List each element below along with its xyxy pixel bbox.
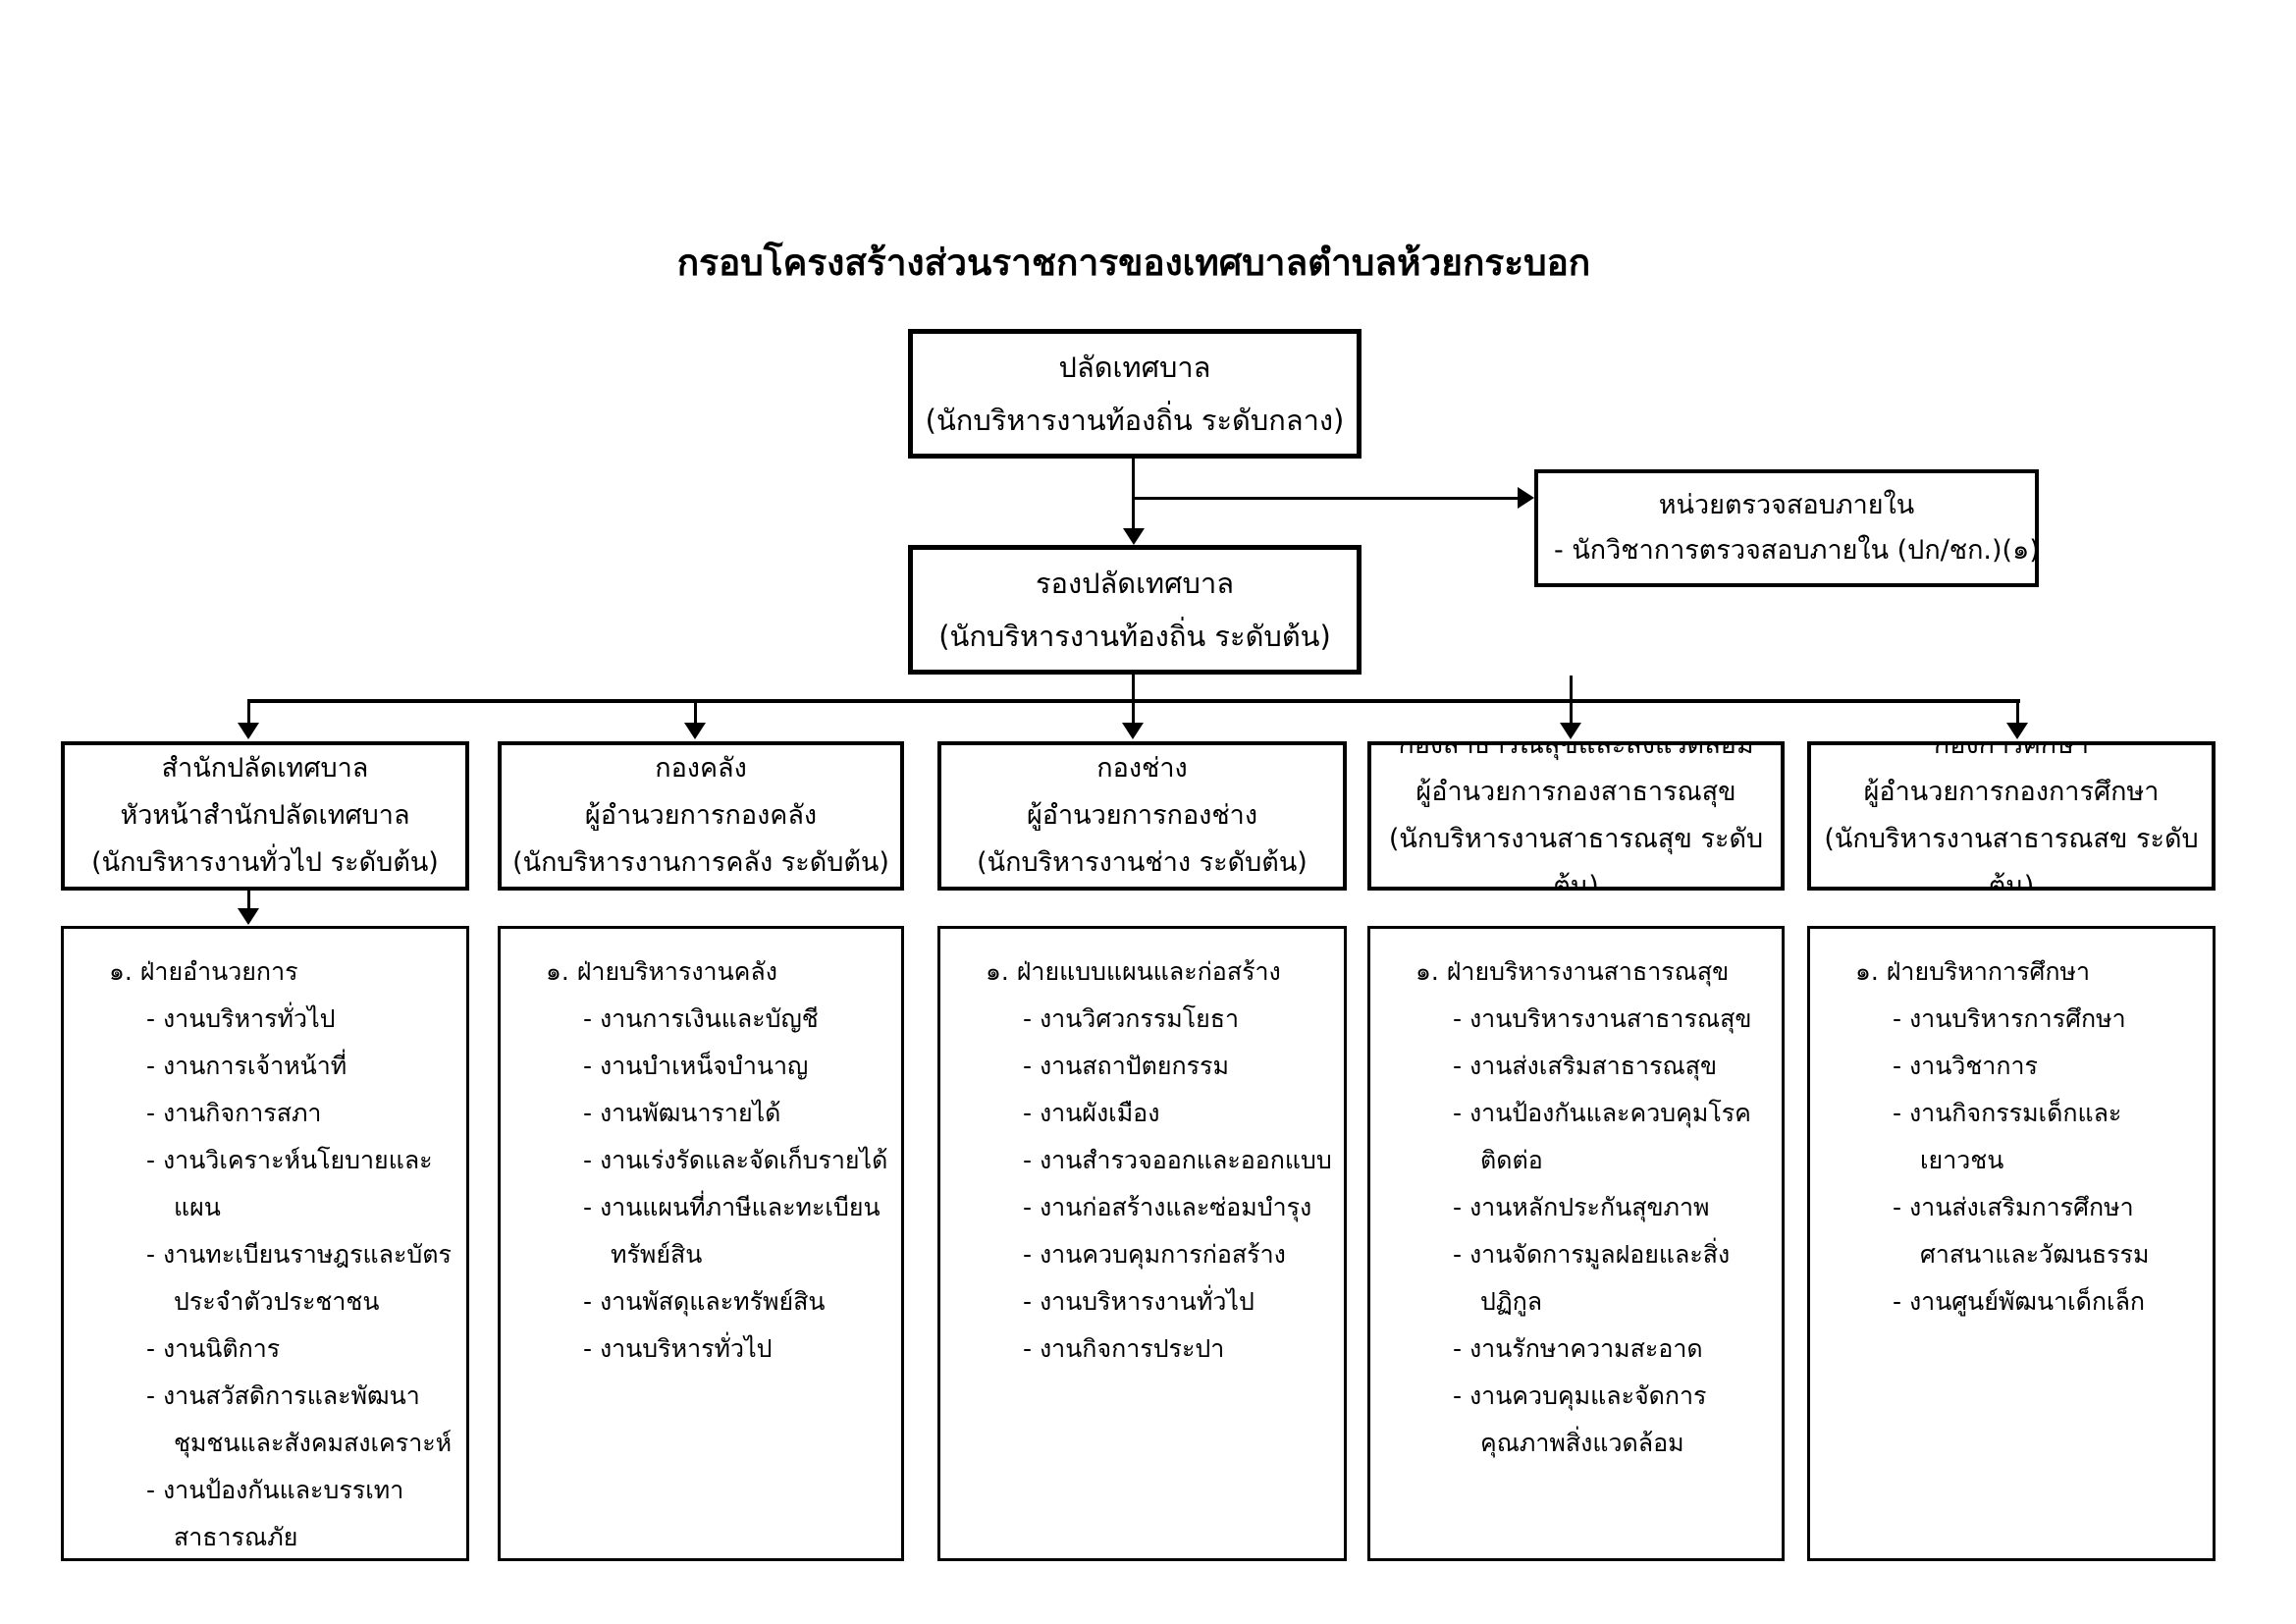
connector-drop-4 xyxy=(1570,701,1573,725)
dept-name: สำนักปลัดเทศบาล xyxy=(161,753,369,784)
arrowhead-dept-2 xyxy=(684,723,706,739)
duty-item: - งานบริหารงานสาธารณสุข xyxy=(1453,1004,1752,1033)
duty-item: - งานการเงินและบัญชี xyxy=(583,1004,819,1033)
duty-item: - งานจัดการมูลฝอยและสิ่งปฏิกูล xyxy=(1453,1240,1731,1316)
duty-item: - งานบริหารงานทั่วไป xyxy=(1023,1287,1255,1316)
duty-item: - งานบำเหน็จบำนาญ xyxy=(583,1052,809,1080)
duty-item: - งานเร่งรัดและจัดเก็บรายได้ xyxy=(583,1146,888,1174)
duty-item: - งานกิจการสภา xyxy=(146,1099,322,1127)
duty-list: - งานบริหารทั่วไป - งานการเจ้าหน้าที่ - … xyxy=(64,996,456,1558)
dept-name: กองสาธารณสุขและสิ่งแวดล้อม xyxy=(1398,741,1754,760)
dept-position: (นักบริหารงานสาธารณสุข ระดับต้น) xyxy=(1388,824,1764,891)
duty-item: - งานการเจ้าหน้าที่ xyxy=(146,1052,347,1080)
connector-drop-4-stub xyxy=(1570,676,1573,701)
deputy-clerk-position: (นักบริหารงานท้องถิ่น ระดับต้น) xyxy=(938,620,1331,653)
duty-item: - งานกิจการประปา xyxy=(1023,1334,1225,1363)
section-heading: ๑. ฝ่ายบริหารงานคลัง xyxy=(546,957,777,986)
dept-name: กองช่าง xyxy=(1096,753,1188,784)
duty-item: - งานศูนย์พัฒนาเด็กเล็ก xyxy=(1893,1287,2146,1316)
dept-list-engineering: ๑. ฝ่ายแบบแผนและก่อสร้าง - งานวิศวกรรมโย… xyxy=(937,926,1347,1561)
dept-position: (นักบริหารงานทั่วไป ระดับต้น) xyxy=(91,847,439,878)
section-heading: ๑. ฝ่ายแบบแผนและก่อสร้าง xyxy=(986,957,1281,986)
dept-list-education: ๑. ฝ่ายบริหาการศึกษา - งานบริหารการศึกษา… xyxy=(1807,926,2216,1561)
duty-item: - งานบริหารทั่วไป xyxy=(583,1334,773,1363)
duty-item: - งานควบคุมและจัดการคุณภาพสิ่งแวดล้อม xyxy=(1453,1381,1707,1457)
internal-audit-title: หน่วยตรวจสอบภายใน xyxy=(1658,490,1915,520)
dept-list-office-of-clerk: ๑. ฝ่ายอำนวยการ - งานบริหารทั่วไป - งานก… xyxy=(61,926,469,1561)
arrowhead-dept-5 xyxy=(2006,723,2028,739)
duty-list: - งานบริหารการศึกษา - งานวิชาการ - งานกิ… xyxy=(1810,996,2203,1326)
dept-name: กองคลัง xyxy=(655,753,747,784)
duty-item: - งานสถาปัตยกรรม xyxy=(1023,1052,1229,1080)
clerk-title: ปลัดเทศบาล xyxy=(1058,351,1211,384)
connector-drop-5 xyxy=(2016,701,2019,725)
duty-item: - งานสำรวจออกและออกแบบ xyxy=(1023,1146,1332,1174)
deputy-clerk-box: รองปลัดเทศบาล (นักบริหารงานท้องถิ่น ระดั… xyxy=(908,545,1362,675)
arrowhead-dept-3 xyxy=(1122,723,1144,739)
duty-item: - งานพัสดุและทรัพย์สิน xyxy=(583,1287,826,1316)
duty-item: - งานสวัสดิการและพัฒนาชุมชนและสังคมสงเคร… xyxy=(146,1381,453,1457)
dept-header-finance: กองคลัง ผู้อำนวยการกองคลัง (นักบริหารงาน… xyxy=(498,741,904,891)
duty-list: - งานการเงินและบัญชี - งานบำเหน็จบำนาญ -… xyxy=(501,996,891,1373)
duty-item: - งานรักษาความสะอาด xyxy=(1453,1334,1703,1363)
duty-item: - งานพัฒนารายได้ xyxy=(583,1099,781,1127)
section-heading: ๑. ฝ่ายบริหาการศึกษา xyxy=(1855,957,2091,986)
duty-item: - งานส่งเสริมการศึกษา ศาสนาและวัฒนธรรม xyxy=(1893,1193,2150,1269)
arrowhead-deputy xyxy=(1123,528,1145,545)
internal-audit-item: - นักวิชาการตรวจสอบภายใน (ปก/ชก.)(๑) xyxy=(1554,535,2035,566)
duty-list: - งานวิศวกรรมโยธา - งานสถาปัตยกรรม - งาน… xyxy=(940,996,1334,1373)
dept-position: (นักบริหารงานสาธารณสข ระดับต้น) xyxy=(1824,824,2199,891)
section-heading: ๑. ฝ่ายบริหารงานสาธารณสุข xyxy=(1415,957,1730,986)
duty-item: - งานส่งเสริมสาธารณสุข xyxy=(1453,1052,1718,1080)
connector-drop-2 xyxy=(694,701,697,725)
deputy-clerk-title: รองปลัดเทศบาล xyxy=(1035,567,1235,600)
dept-head: ผู้อำนวยการกองการศึกษา xyxy=(1863,777,2160,807)
arrowhead-dept-4 xyxy=(1560,723,1581,739)
clerk-box: ปลัดเทศบาล (นักบริหารงานท้องถิ่น ระดับกล… xyxy=(908,329,1362,459)
arrowhead-office-list xyxy=(238,908,259,925)
duty-item: - งานกิจกรรมเด็กและเยาวชน xyxy=(1893,1099,2122,1174)
dept-head: ผู้อำนวยการกองช่าง xyxy=(1026,800,1258,831)
duty-item: - งานผังเมือง xyxy=(1023,1099,1160,1127)
dept-header-public-health: กองสาธารณสุขและสิ่งแวดล้อม ผู้อำนวยการกอ… xyxy=(1367,741,1785,891)
connector-office-to-list xyxy=(247,891,250,910)
dept-list-public-health: ๑. ฝ่ายบริหารงานสาธารณสุข - งานบริหารงาน… xyxy=(1367,926,1785,1561)
connector-deputy-down xyxy=(1132,675,1135,701)
dept-name: กองการศึกษา xyxy=(1933,741,2090,760)
duty-item: - งานบริหารทั่วไป xyxy=(146,1004,336,1033)
duty-item: - งานทะเบียนราษฎรและบัตรประจำตัวประชาชน xyxy=(146,1240,452,1316)
duty-item: - งานบริหารการศึกษา xyxy=(1893,1004,2126,1033)
duty-item: - งานแผนที่ภาษีและทะเบียนทรัพย์สิน xyxy=(583,1193,881,1269)
clerk-position: (นักบริหารงานท้องถิ่น ระดับกลาง) xyxy=(925,404,1345,437)
duty-item: - งานป้องกันและควบคุมโรคติดต่อ xyxy=(1453,1099,1751,1174)
connector-branch-to-audit xyxy=(1133,497,1518,500)
duty-list: - งานบริหารงานสาธารณสุข - งานส่งเสริมสาธ… xyxy=(1370,996,1772,1467)
dept-head: ผู้อำนวยการกองคลัง xyxy=(584,800,818,831)
arrowhead-audit xyxy=(1518,487,1534,509)
duty-item: - งานวิศวกรรมโยธา xyxy=(1023,1004,1240,1033)
connector-drop-1 xyxy=(247,701,250,725)
internal-audit-box: หน่วยตรวจสอบภายใน - นักวิชาการตรวจสอบภาย… xyxy=(1534,469,2039,587)
dept-list-finance: ๑. ฝ่ายบริหารงานคลัง - งานการเงินและบัญช… xyxy=(498,926,904,1561)
dept-header-engineering: กองช่าง ผู้อำนวยการกองช่าง (นักบริหารงาน… xyxy=(937,741,1347,891)
duty-item: - งานหลักประกันสุขภาพ xyxy=(1453,1193,1710,1221)
dept-position: (นักบริหารงานช่าง ระดับต้น) xyxy=(977,847,1308,878)
duty-item: - งานป้องกันและบรรเทาสาธารณภัย xyxy=(146,1476,404,1551)
duty-item: - งานก่อสร้างและซ่อมบำรุง xyxy=(1023,1193,1312,1221)
chart-title: กรอบโครงสร้างส่วนราชการของเทศบาลตำบลห้วย… xyxy=(676,242,1591,284)
duty-item: - งานวิเคราะห์นโยบายและแผน xyxy=(146,1146,433,1221)
duty-item: - งานวิชาการ xyxy=(1893,1052,2038,1080)
dept-head: ผู้อำนวยการกองสาธารณสุข xyxy=(1415,777,1736,807)
connector-drop-3 xyxy=(1132,701,1135,725)
duty-item: - งานนิติการ xyxy=(146,1334,281,1363)
section-heading: ๑. ฝ่ายอำนวยการ xyxy=(109,957,298,986)
duty-item: - งานควบคุมการก่อสร้าง xyxy=(1023,1240,1286,1269)
arrowhead-dept-1 xyxy=(238,723,259,739)
dept-head: หัวหน้าสำนักปลัดเทศบาล xyxy=(120,800,410,831)
connector-clerk-to-deputy xyxy=(1132,457,1135,533)
dept-header-office-of-clerk: สำนักปลัดเทศบาล หัวหน้าสำนักปลัดเทศบาล (… xyxy=(61,741,469,891)
dept-header-education: กองการศึกษา ผู้อำนวยการกองการศึกษา (นักบ… xyxy=(1807,741,2216,891)
dept-position: (นักบริหารงานการคลัง ระดับต้น) xyxy=(512,847,889,878)
